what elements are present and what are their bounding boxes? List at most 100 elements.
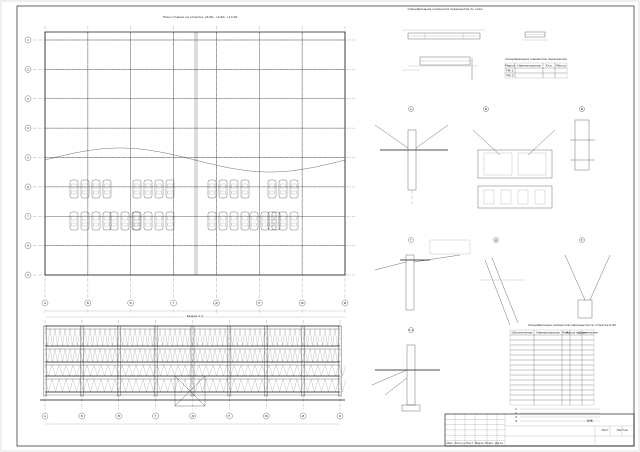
- section-truss-diagonal: [309, 328, 313, 347]
- section-truss-diagonal: [49, 328, 53, 347]
- section-truss-diagonal: [77, 328, 81, 347]
- parked-car: [132, 211, 142, 231]
- section-truss-diagonal: [230, 364, 235, 377]
- car-windshield: [133, 215, 139, 221]
- plan-outline: [44, 31, 346, 276]
- parked-car: [69, 179, 79, 199]
- car-rear-window: [71, 190, 77, 195]
- section-column: [80, 325, 84, 397]
- section-truss-diagonal: [139, 364, 144, 377]
- section-truss-diagonal: [219, 378, 224, 393]
- node-e-brace: [491, 257, 519, 324]
- section-truss-diagonal: [324, 348, 328, 363]
- car-body: [69, 179, 79, 199]
- node-d-callout-box: [429, 239, 471, 255]
- node-b-bolt-group: [483, 189, 495, 205]
- spec-main-cell: [581, 374, 595, 381]
- section-col-axis-label: К: [339, 414, 342, 418]
- section-col-axis-label: Б: [81, 414, 83, 418]
- section-truss-diagonal: [237, 348, 241, 363]
- section-truss-diagonal: [51, 364, 56, 377]
- beam-detail-drawing: [402, 29, 548, 80]
- section-truss-diagonal: [217, 348, 221, 363]
- spec-main-cell-text: Наименование: [536, 331, 559, 335]
- node-f-brace: [564, 254, 586, 301]
- spec-main-cell: [533, 334, 563, 341]
- plan-row-axis-bubble: [24, 154, 32, 161]
- car-rear-window: [251, 222, 257, 227]
- section-truss-diagonal: [252, 348, 256, 363]
- section-truss-diagonal: [226, 364, 231, 377]
- section-truss-diagonal: [100, 378, 105, 393]
- spec-main-cell-text: Кол.: [563, 331, 570, 335]
- spec-main-cell-text: Масса ед., кг: [566, 331, 587, 335]
- parked-car: [91, 179, 101, 199]
- spec-main-title: Спецификация элементов перекрытия по отм…: [528, 323, 616, 327]
- section-truss-diagonal: [289, 328, 293, 347]
- section-truss-diagonal: [74, 328, 78, 347]
- section-truss-diagonal: [258, 378, 263, 393]
- car-body: [165, 179, 175, 199]
- section-truss-diagonal: [195, 378, 200, 393]
- node-a-column: [407, 129, 417, 191]
- section-truss-diagonal: [212, 348, 216, 363]
- note-line: 3.: [515, 415, 518, 419]
- section-truss-diagonal: [331, 364, 336, 377]
- node-b-bolt-group: [517, 189, 529, 205]
- section-truss-diagonal: [297, 348, 301, 363]
- node-label: Е: [581, 238, 583, 242]
- section-truss-diagonal: [257, 348, 261, 363]
- car-rear-window: [242, 222, 248, 227]
- section-truss-diagonal: [274, 328, 278, 347]
- plan-row-axis-label: 8: [27, 244, 29, 248]
- car-windshield: [104, 215, 110, 221]
- section-truss-diagonal: [159, 328, 163, 347]
- parked-car: [271, 211, 281, 231]
- section-truss-diagonal: [251, 378, 256, 393]
- section-truss-diagonal: [177, 348, 181, 363]
- car-windshield: [145, 183, 151, 189]
- section-truss-diagonal: [242, 328, 246, 347]
- node-e-brace: [484, 259, 511, 326]
- car-rear-window: [220, 222, 226, 227]
- title-block-header-cell: Лист: [466, 441, 474, 445]
- section-truss-diagonal: [55, 378, 60, 393]
- section-truss-diagonal: [216, 378, 221, 393]
- spec-small-cell-text: Наименование: [517, 64, 540, 68]
- spec-small-cell-text: Масса: [556, 64, 566, 68]
- section-truss-diagonal: [44, 348, 48, 363]
- section-truss-diagonal: [277, 328, 281, 347]
- spec-small-cell: [542, 72, 556, 79]
- section-truss-diagonal: [242, 348, 246, 363]
- section-truss-diagonal: [188, 364, 193, 377]
- section-truss-diagonal: [100, 364, 105, 377]
- car-rear-window: [156, 222, 162, 227]
- section-truss-diagonal: [332, 348, 336, 363]
- car-body: [289, 211, 299, 231]
- car-windshield: [82, 215, 88, 221]
- plan-row-axis-label: 7: [27, 214, 29, 218]
- section-truss-diagonal: [299, 328, 303, 347]
- parked-car: [289, 211, 299, 231]
- spec-main-cell: [533, 389, 563, 396]
- section-truss-diagonal: [234, 348, 238, 363]
- section-truss-diagonal: [282, 328, 286, 347]
- node-d-brace: [413, 254, 461, 263]
- spec-main-cell: [581, 349, 595, 356]
- section-truss-diagonal: [199, 328, 203, 347]
- section-col-axis-bubble: [115, 412, 122, 420]
- section-truss-diagonal: [177, 364, 182, 377]
- spec-main-cell: [509, 364, 535, 371]
- section-truss-diagonal: [72, 364, 77, 377]
- section-truss-diagonal: [314, 364, 319, 377]
- car-rear-window: [262, 222, 268, 227]
- section-truss-diagonal: [170, 364, 175, 377]
- section-truss-diagonal: [121, 364, 126, 377]
- section-truss-diagonal: [177, 328, 181, 347]
- section-truss-diagonal: [93, 378, 98, 393]
- spec-main-cell: [509, 334, 535, 341]
- section-truss-diagonal: [337, 348, 341, 363]
- section-truss-diagonal: [162, 348, 166, 363]
